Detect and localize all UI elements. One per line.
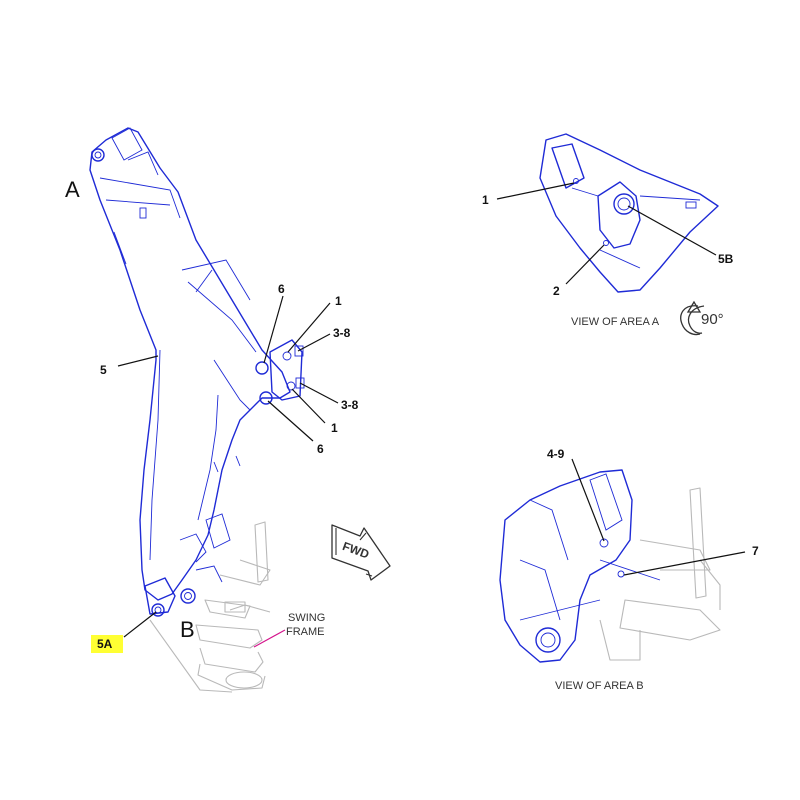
callout-6-bottom[interactable]: 6 — [317, 442, 324, 456]
callout-5[interactable]: 5 — [100, 363, 107, 377]
callout-4-9[interactable]: 4-9 — [547, 447, 565, 461]
area-letter-a: A — [65, 177, 80, 202]
callout-7[interactable]: 7 — [752, 544, 759, 558]
callout-3-8-bottom[interactable]: 3-8 — [341, 398, 359, 412]
callout-1-top[interactable]: 1 — [335, 294, 342, 308]
callout-5a-highlight — [91, 635, 123, 653]
caption-swing-frame-line1: SWING — [288, 612, 325, 624]
callout-5a[interactable]: 5A — [97, 637, 113, 651]
callout-2-view-a[interactable]: 2 — [553, 284, 560, 298]
view-of-area-a-illustration — [539, 133, 719, 293]
caption-swing-frame-line2: FRAME — [286, 626, 325, 638]
boom-assembly — [89, 127, 305, 693]
callout-1-bottom[interactable]: 1 — [331, 421, 338, 435]
caption-view-of-area-a: VIEW OF AREA A — [571, 316, 660, 328]
area-letter-b: B — [180, 617, 195, 642]
callout-1-view-a[interactable]: 1 — [482, 193, 489, 207]
swing-frame-illustration — [149, 521, 271, 693]
leader-lines — [117, 182, 746, 648]
callout-3-8-top[interactable]: 3-8 — [333, 326, 351, 340]
rotate-90-icon: 90° — [680, 300, 724, 336]
area-labels: A B VIEW OF AREA A VIEW OF AREA B SWING … — [65, 177, 660, 692]
callout-6-top[interactable]: 6 — [278, 282, 285, 296]
rotation-label: 90° — [701, 311, 724, 328]
view-of-area-b-illustration — [499, 469, 721, 663]
callout-labels: 1 2 5B 6 1 3-8 5 3-8 1 6 4-9 7 5A — [91, 193, 759, 653]
caption-view-of-area-b: VIEW OF AREA B — [555, 680, 644, 692]
fwd-arrow-icon: FWD — [331, 524, 391, 581]
callout-5b[interactable]: 5B — [718, 252, 734, 266]
